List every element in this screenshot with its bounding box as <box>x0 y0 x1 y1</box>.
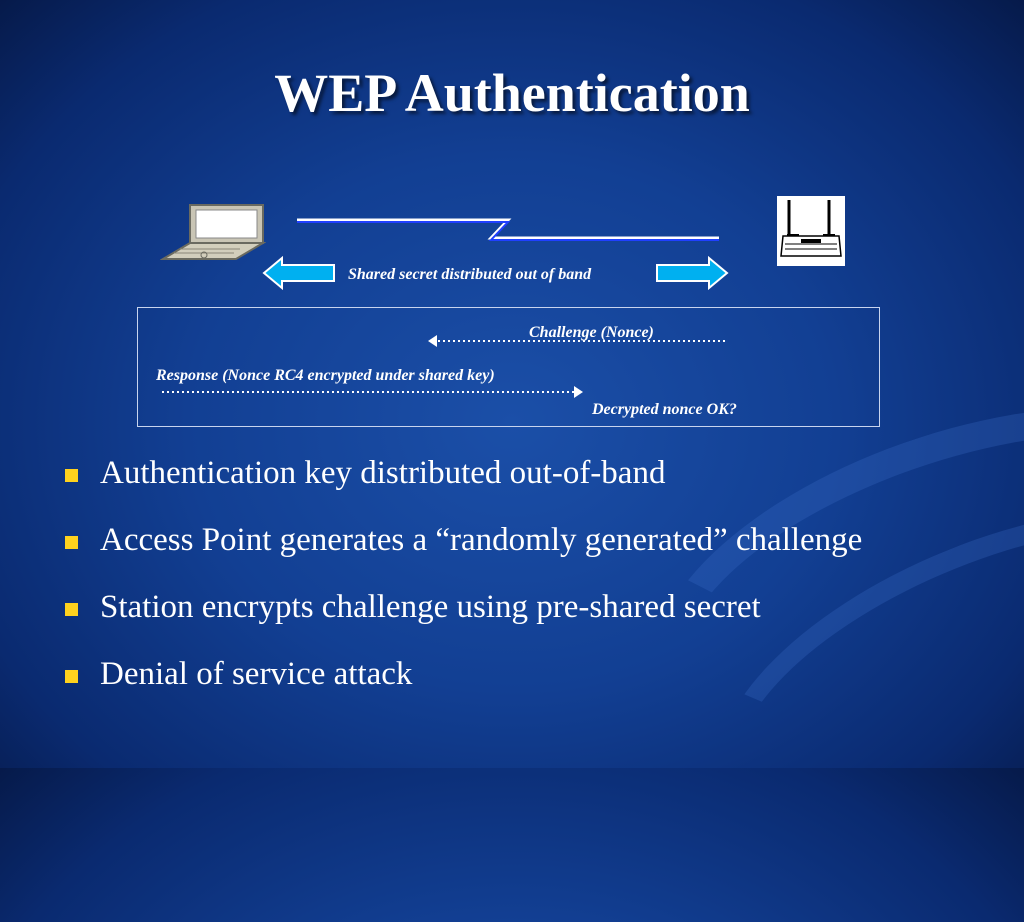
bullet-list: Authentication key distributed out-of-ba… <box>62 452 962 720</box>
response-label: Response (Nonce RC4 encrypted under shar… <box>156 367 495 384</box>
wireless-link-icon <box>297 218 719 241</box>
access-point-icon <box>777 196 845 266</box>
list-item: Station encrypts challenge using pre-sha… <box>62 586 962 628</box>
list-item: Authentication key distributed out-of-ba… <box>62 452 962 494</box>
bullet-text: Access Point generates a “randomly gener… <box>100 522 863 558</box>
out-of-band-label: Shared secret distributed out of band <box>348 266 592 283</box>
bullet-square-icon <box>65 536 78 549</box>
bullet-text: Station encrypts challenge using pre-sha… <box>100 589 761 625</box>
list-item: Access Point generates a “randomly gener… <box>62 519 962 561</box>
bullet-text: Denial of service attack <box>100 656 413 692</box>
list-item: Denial of service attack <box>62 653 962 695</box>
bullet-square-icon <box>65 469 78 482</box>
bullet-text: Authentication key distributed out-of-ba… <box>100 455 666 491</box>
slide-title: WEP Authentication <box>274 63 750 123</box>
bullet-square-icon <box>65 603 78 616</box>
challenge-arrow-icon <box>428 335 726 347</box>
laptop-icon <box>160 204 266 260</box>
decrypted-label: Decrypted nonce OK? <box>592 401 737 418</box>
challenge-response-box: Challenge (Nonce) Response (Nonce RC4 en… <box>137 307 880 427</box>
challenge-label: Challenge (Nonce) <box>529 324 654 341</box>
bullet-square-icon <box>65 670 78 683</box>
response-arrow-icon <box>162 386 583 398</box>
right-arrow-icon <box>656 256 729 290</box>
left-arrow-icon <box>262 256 335 290</box>
